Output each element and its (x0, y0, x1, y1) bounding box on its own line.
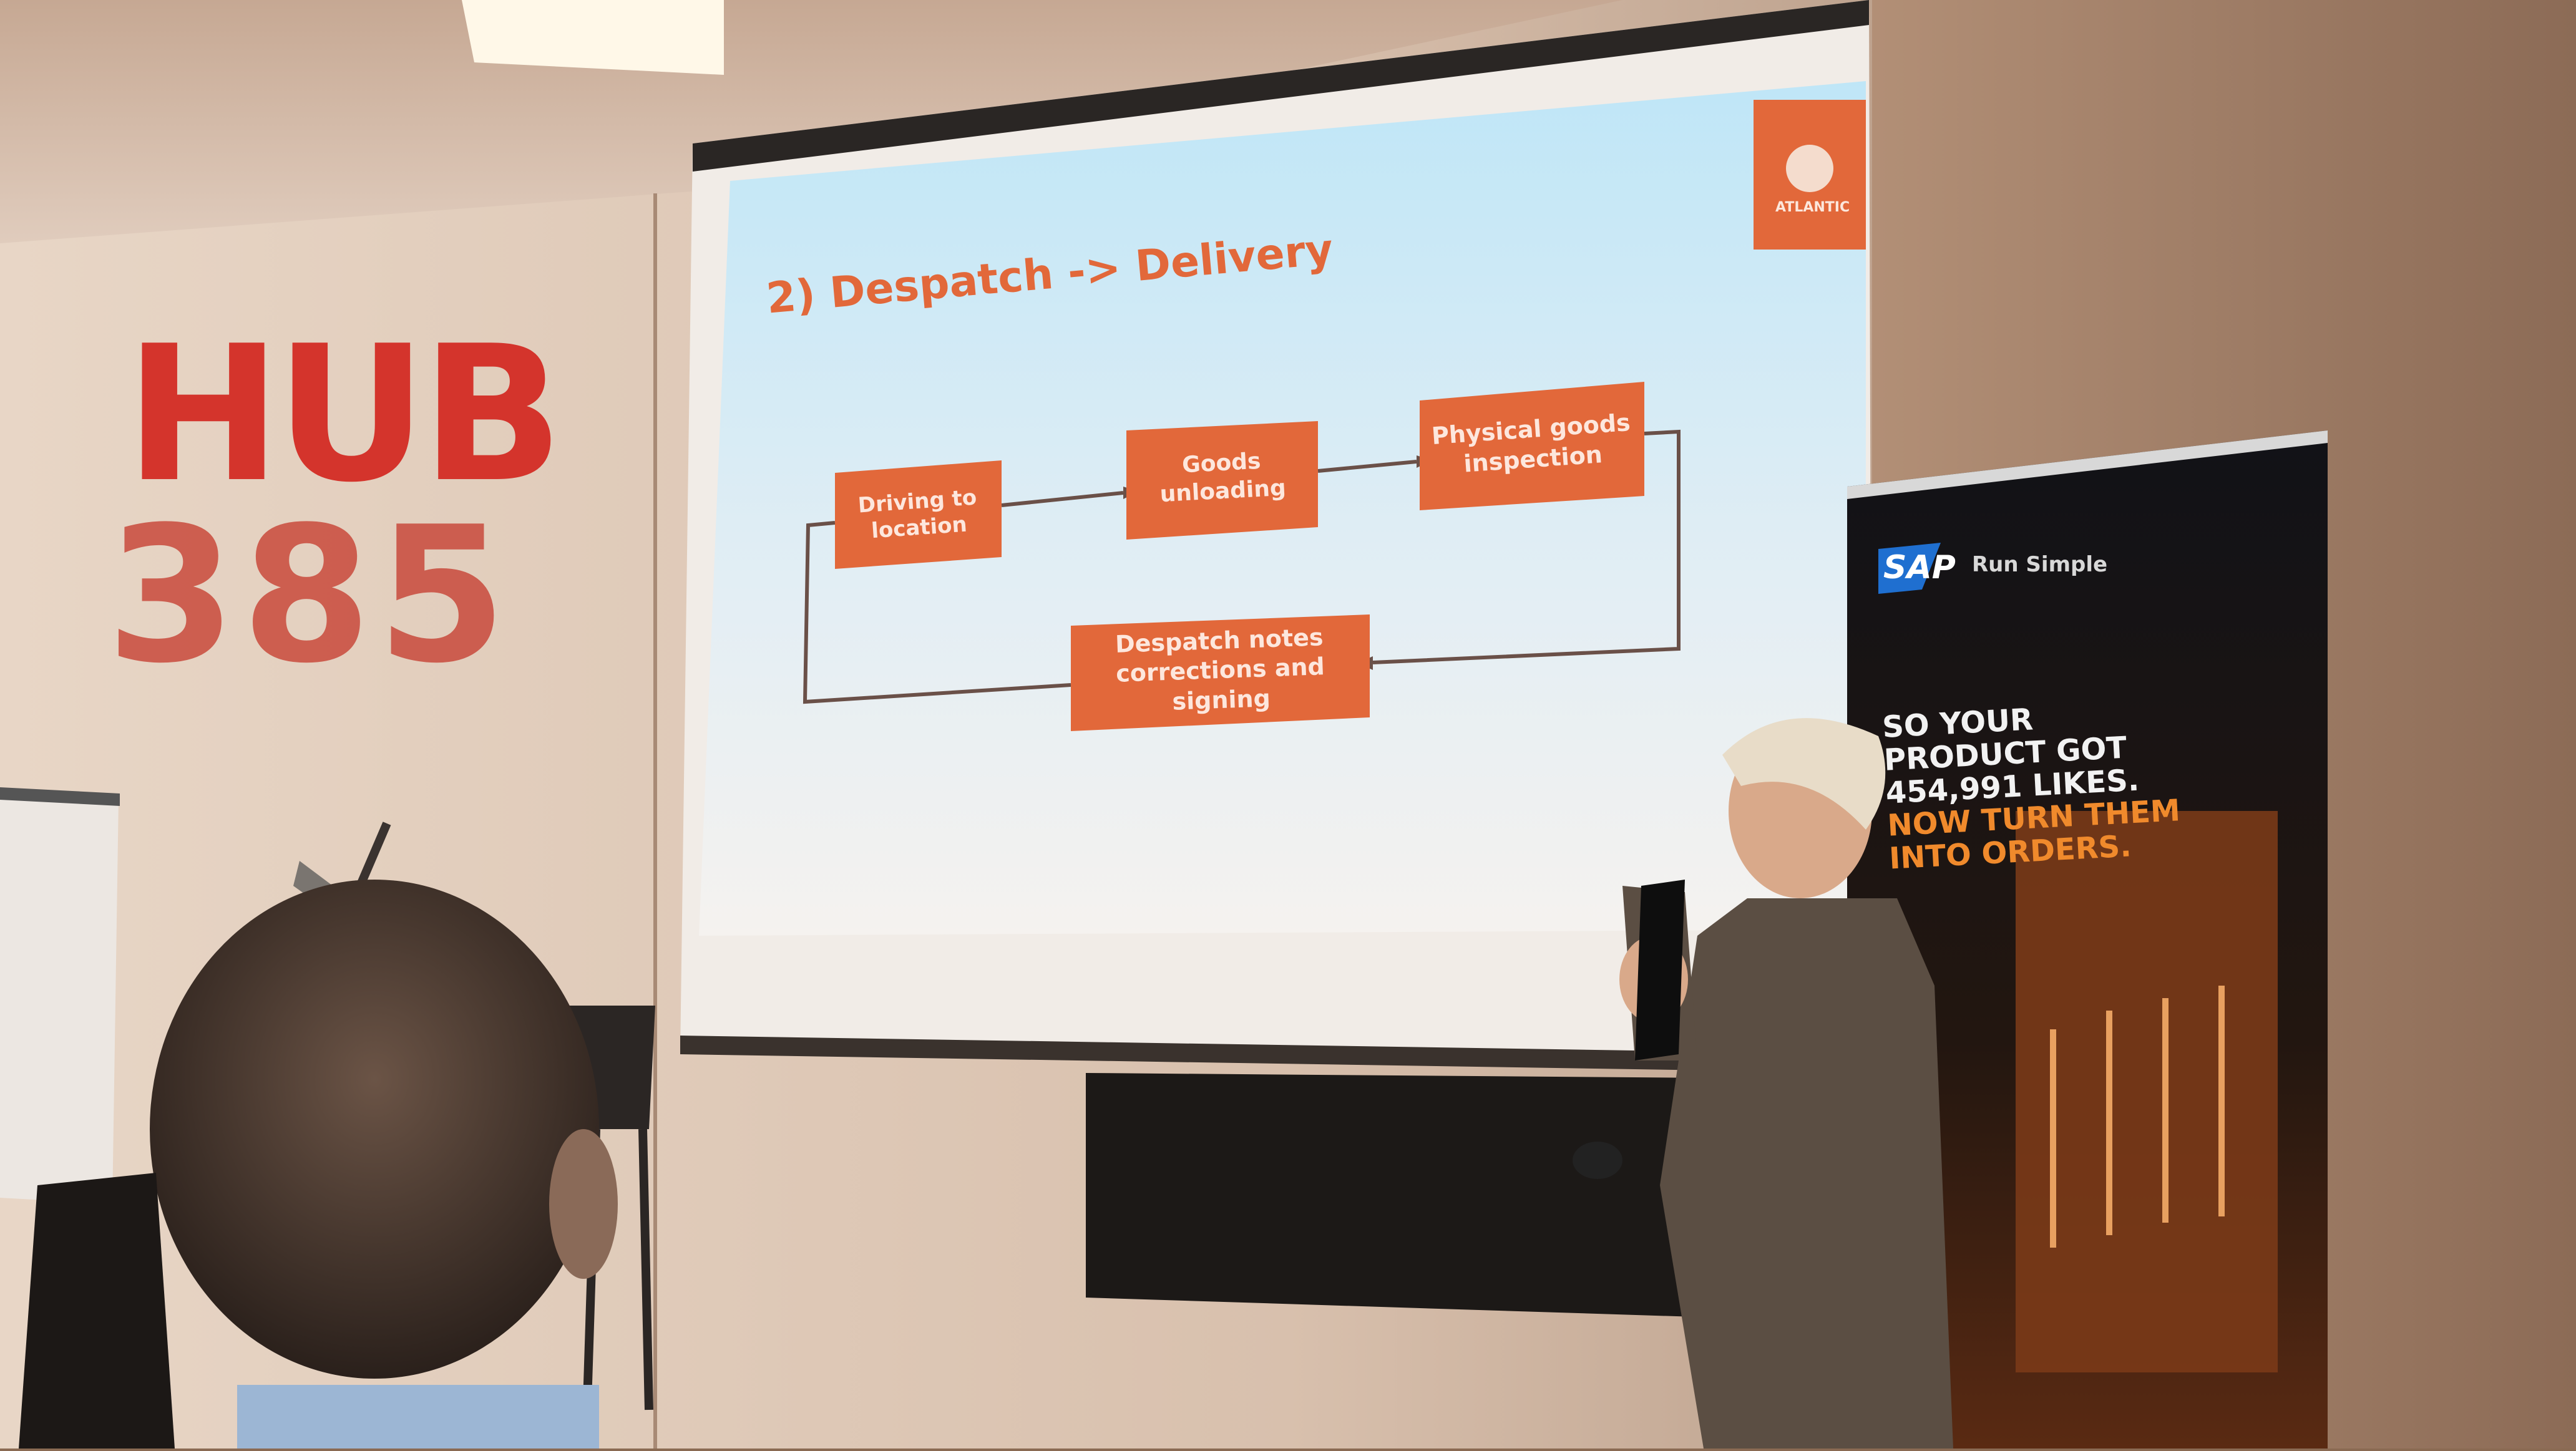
flow-arrows (803, 429, 1681, 704)
hub-sign-line-1: HUB (125, 306, 564, 523)
presenter (1573, 718, 1953, 1449)
audience-member-head (150, 880, 618, 1449)
microphone-icon (1635, 880, 1685, 1060)
step-label-inspection: Physical goods inspection (1430, 408, 1631, 478)
banner-guitar-wall (2016, 811, 2278, 1372)
ear (549, 1129, 618, 1279)
step-label-despatch-notes: Despatch notes corrections and signing (1115, 623, 1325, 716)
banner-headline: SO YOUR PRODUCT GOT 454,991 LIKES. NOW T… (1881, 688, 2326, 876)
flipchart-clip (0, 787, 120, 806)
step-box-2 (1126, 421, 1318, 540)
step-box-4 (1071, 614, 1370, 731)
step-box-3 (1420, 382, 1644, 510)
flipchart (0, 792, 119, 1204)
sap-brand: SAP (1883, 549, 1956, 586)
slide-logo-text: ATLANTIC (1775, 200, 1850, 215)
screen-bottom-bar (680, 1036, 1872, 1073)
ceiling-light (462, 0, 724, 75)
hub-sign-line-2: 385 (106, 487, 512, 704)
step-box-1 (835, 460, 1002, 569)
chair-leg (638, 1128, 653, 1410)
banner-guitars-icon (2050, 986, 2225, 1248)
sap-tagline: Run Simple (1972, 552, 2108, 577)
clicker-icon (1573, 1142, 1622, 1179)
ceiling (0, 0, 1622, 243)
sap-logo-icon (1878, 543, 1941, 594)
step-label-driving: Driving to location (857, 484, 978, 544)
shirt-collar (237, 1385, 599, 1449)
logo-emblem-icon (1786, 145, 1833, 192)
banner-top-rail (1847, 430, 2328, 499)
backpack (19, 1173, 175, 1449)
step-label-unloading: Goods unloading (1159, 448, 1287, 508)
screen-top-bar (693, 0, 1869, 172)
